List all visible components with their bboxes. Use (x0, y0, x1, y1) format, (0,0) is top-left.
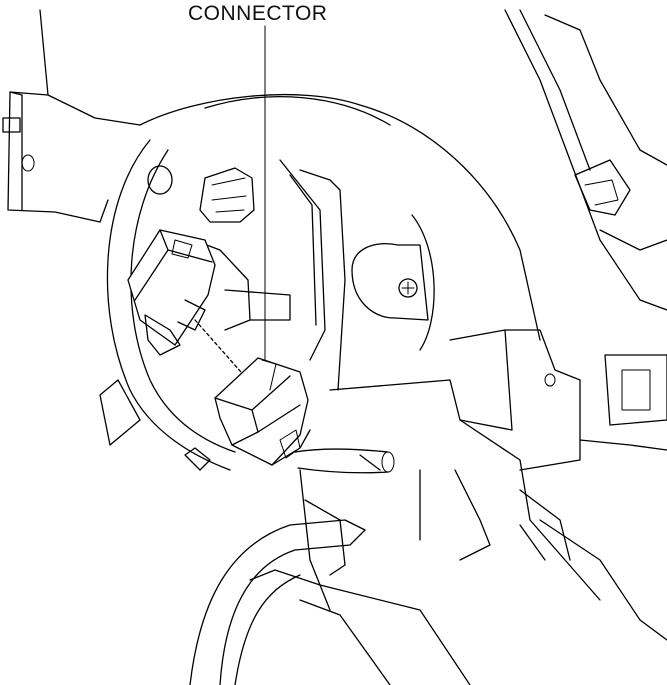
harness-connector[interactable] (214, 357, 311, 466)
headlight-housing (99, 93, 601, 611)
wire-harness (294, 448, 395, 474)
connection-guide-line (194, 319, 249, 381)
bulb-socket (147, 165, 291, 331)
right-side-bracket (449, 9, 667, 471)
mounting-screw-boss (351, 214, 435, 351)
lower-mounting-flange (189, 469, 667, 685)
bulb-connector (127, 229, 216, 356)
left-mounting-bracket (2, 9, 141, 223)
connector-label: CONNECTOR (188, 2, 328, 25)
